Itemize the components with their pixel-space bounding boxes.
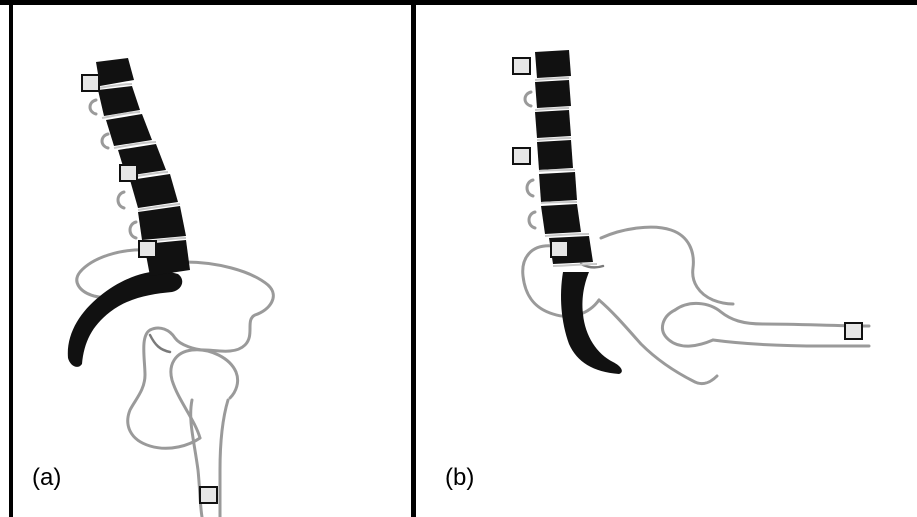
panel-a: (a) — [0, 0, 413, 517]
panel-b-label: (b) — [445, 464, 474, 492]
sacrum-icon — [561, 272, 622, 374]
femur-icon — [662, 303, 869, 346]
panel-b: (b) — [413, 0, 917, 517]
marker-square-icon — [845, 323, 862, 339]
panel-b-illustration — [413, 0, 917, 517]
spine-icon — [525, 50, 597, 266]
panel-a-illustration — [0, 0, 413, 517]
marker-square-icon — [139, 241, 156, 257]
marker-square-icon — [513, 58, 530, 74]
sacrum-icon — [68, 271, 182, 367]
marker-square-icon — [513, 148, 530, 164]
frame-left-border — [9, 0, 13, 517]
panel-a-label: (a) — [32, 464, 61, 492]
frame-top-border — [0, 0, 917, 5]
marker-square-icon — [120, 165, 137, 181]
marker-square-icon — [82, 75, 99, 91]
marker-square-icon — [551, 241, 568, 257]
panel-divider — [411, 0, 416, 517]
marker-square-icon — [200, 487, 217, 503]
